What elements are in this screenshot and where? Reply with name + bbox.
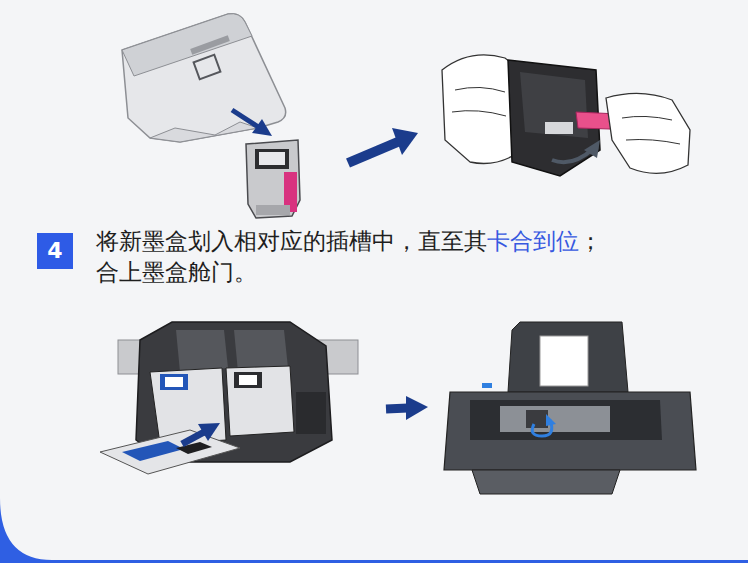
hands-with-cartridge-part xyxy=(545,122,573,134)
printer-part xyxy=(540,336,588,386)
hands-with-cartridge-part xyxy=(584,140,600,158)
printer-part xyxy=(526,410,548,428)
ink-cartridge-part xyxy=(256,205,290,215)
corner-band xyxy=(0,498,748,563)
hands-with-cartridge-part xyxy=(452,87,506,116)
cartridge-pouch xyxy=(122,14,286,142)
printer-part xyxy=(470,400,662,440)
small-arrow-part xyxy=(252,119,272,136)
cartridge-carriage-part xyxy=(100,430,240,474)
printer-part xyxy=(546,414,556,426)
instruction-text: 将新墨盒划入相对应的插槽中，直至其卡合到位； 合上墨盒舱门。 xyxy=(96,226,696,288)
cartridge-carriage-part xyxy=(160,374,188,390)
cartridge-pouch-part xyxy=(122,14,252,76)
small-arrow-part xyxy=(232,110,260,128)
step-arrow-2 xyxy=(386,396,428,420)
cartridge-carriage-part xyxy=(165,377,183,387)
ink-cartridge-part xyxy=(259,152,285,165)
instruction-text-part: 将新墨盒划入相对应的插槽中，直至其 xyxy=(96,228,487,254)
ink-cartridge xyxy=(246,140,300,218)
step-arrow xyxy=(348,128,418,163)
cartridge-carriage-part xyxy=(198,423,220,441)
step-arrow-2-part xyxy=(406,396,428,420)
printer xyxy=(444,322,696,494)
step-number: 4 xyxy=(47,240,62,262)
cartridge-carriage xyxy=(100,322,358,474)
printer-part xyxy=(472,470,620,494)
cartridge-carriage-part xyxy=(226,366,294,436)
printer-part xyxy=(500,406,610,432)
corner-band-part xyxy=(0,498,748,563)
instruction-text-part: 合上墨盒舱门。 xyxy=(96,257,696,288)
step-badge: 4 xyxy=(37,233,73,269)
cartridge-carriage-part xyxy=(239,375,257,385)
cartridge-pouch-part xyxy=(122,14,286,142)
step-arrow-part xyxy=(392,128,418,155)
instruction-text-part: ； xyxy=(579,228,602,254)
cartridge-carriage-part xyxy=(234,330,288,372)
cartridge-carriage-part xyxy=(182,431,206,444)
hands-with-cartridge-part xyxy=(606,93,690,173)
printer-part xyxy=(508,322,628,392)
highlight-text: 卡合到位 xyxy=(487,228,579,254)
cartridge-pouch-part xyxy=(150,122,258,142)
cartridge-carriage-part xyxy=(176,330,228,372)
printer-part xyxy=(444,392,696,470)
cartridge-carriage-part xyxy=(176,442,212,454)
cartridge-pouch-part xyxy=(194,55,221,79)
ink-cartridge-part xyxy=(255,149,289,169)
small-arrow xyxy=(232,110,272,136)
hands-with-cartridge-part xyxy=(622,116,680,144)
cartridge-carriage-part xyxy=(122,441,184,461)
hands-with-cartridge xyxy=(442,55,690,176)
printer-part xyxy=(482,383,492,388)
cartridge-carriage-part xyxy=(296,392,326,434)
cartridge-carriage-part xyxy=(234,372,262,388)
ink-cartridge-part xyxy=(246,140,300,218)
step-arrow-2-part xyxy=(386,408,408,409)
step-arrow-part xyxy=(348,141,400,163)
cartridge-pouch-part xyxy=(190,35,230,54)
